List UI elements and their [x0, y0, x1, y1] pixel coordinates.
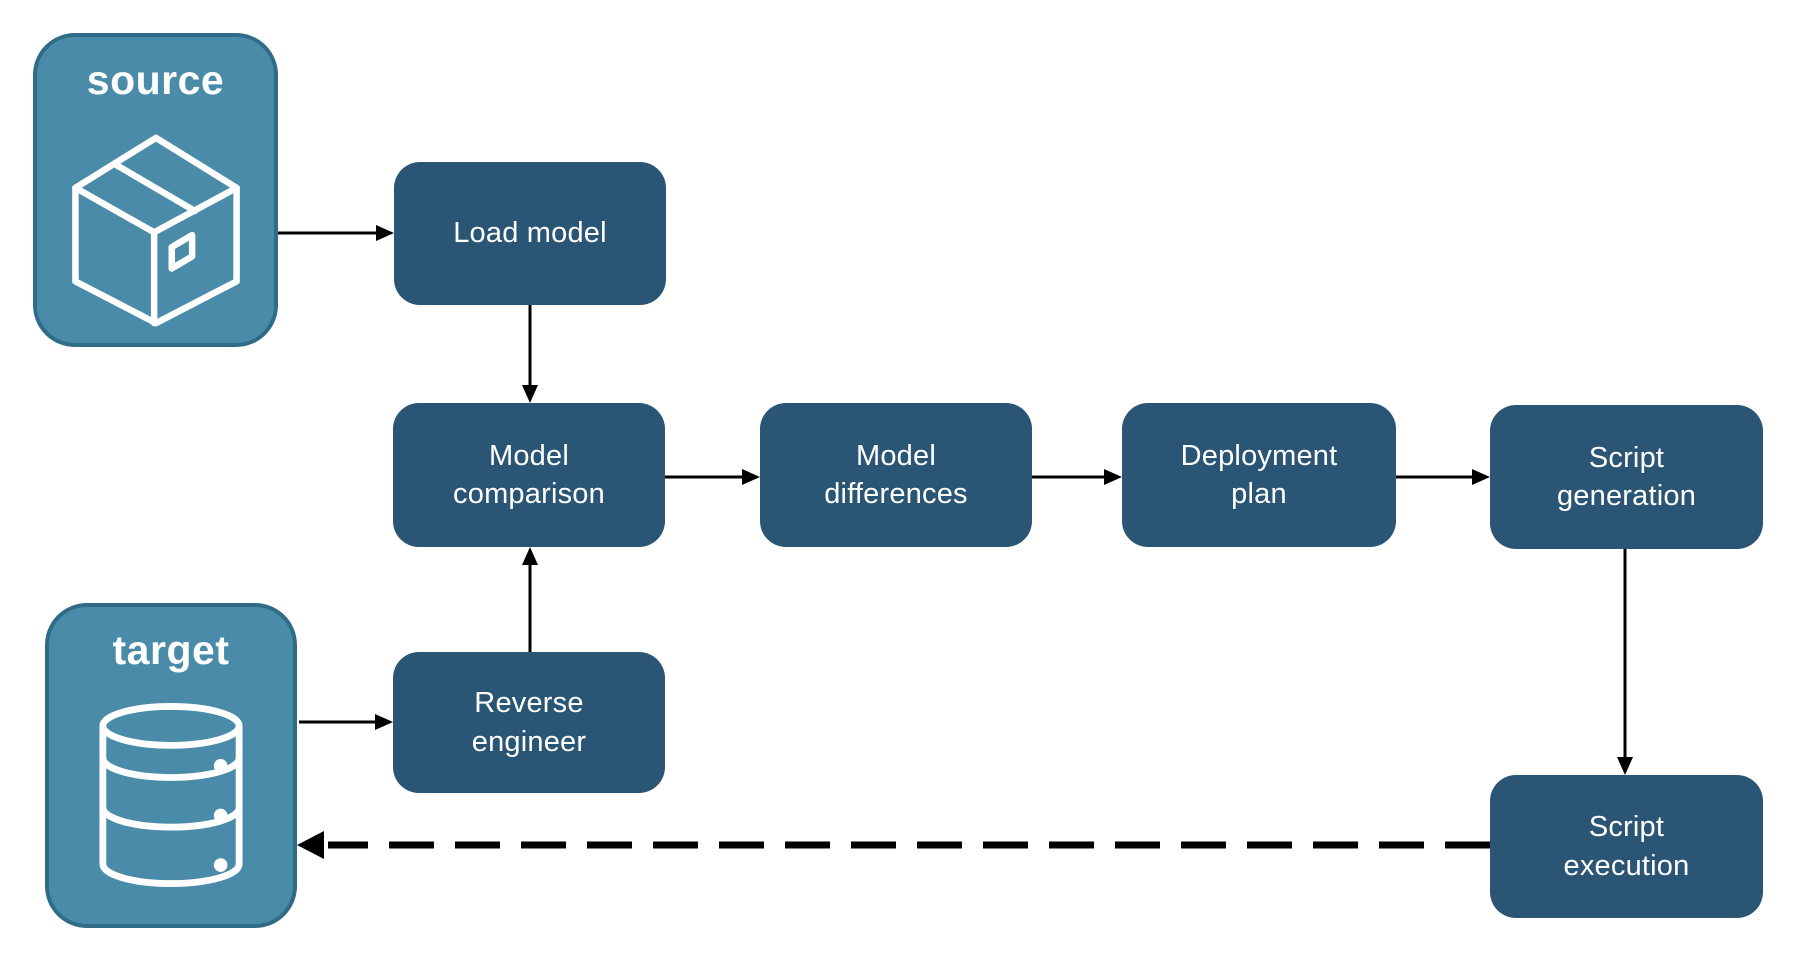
node-model-comparison: Model comparison	[393, 403, 665, 547]
node-model-differences: Model differences	[760, 403, 1032, 547]
node-script-generation: Script generation	[1490, 405, 1763, 549]
edge-reverse-engineer-to-model-comparison	[522, 547, 538, 652]
edge-deployment-plan-to-script-generation	[1396, 469, 1490, 485]
edge-target-to-reverse-engineer	[299, 714, 393, 730]
target-label: target	[112, 627, 230, 673]
package-icon	[68, 130, 244, 330]
node-load-model: Load model	[394, 162, 666, 305]
source-label: source	[86, 57, 225, 103]
source-container: source	[33, 33, 278, 347]
edge-model-comparison-to-model-differences	[665, 469, 760, 485]
target-container: target	[45, 603, 297, 928]
database-icon	[98, 700, 244, 890]
edge-script-generation-to-script-execution	[1617, 549, 1633, 775]
edge-source-to-load-model	[278, 225, 394, 241]
edge-load-model-to-model-comparison	[522, 305, 538, 403]
edge-model-differences-to-deployment-plan	[1032, 469, 1122, 485]
edge-script-execution-to-target	[297, 831, 1490, 859]
node-reverse-engineer: Reverse engineer	[393, 652, 665, 793]
node-deployment-plan: Deployment plan	[1122, 403, 1396, 547]
node-script-execution: Script execution	[1490, 775, 1763, 918]
